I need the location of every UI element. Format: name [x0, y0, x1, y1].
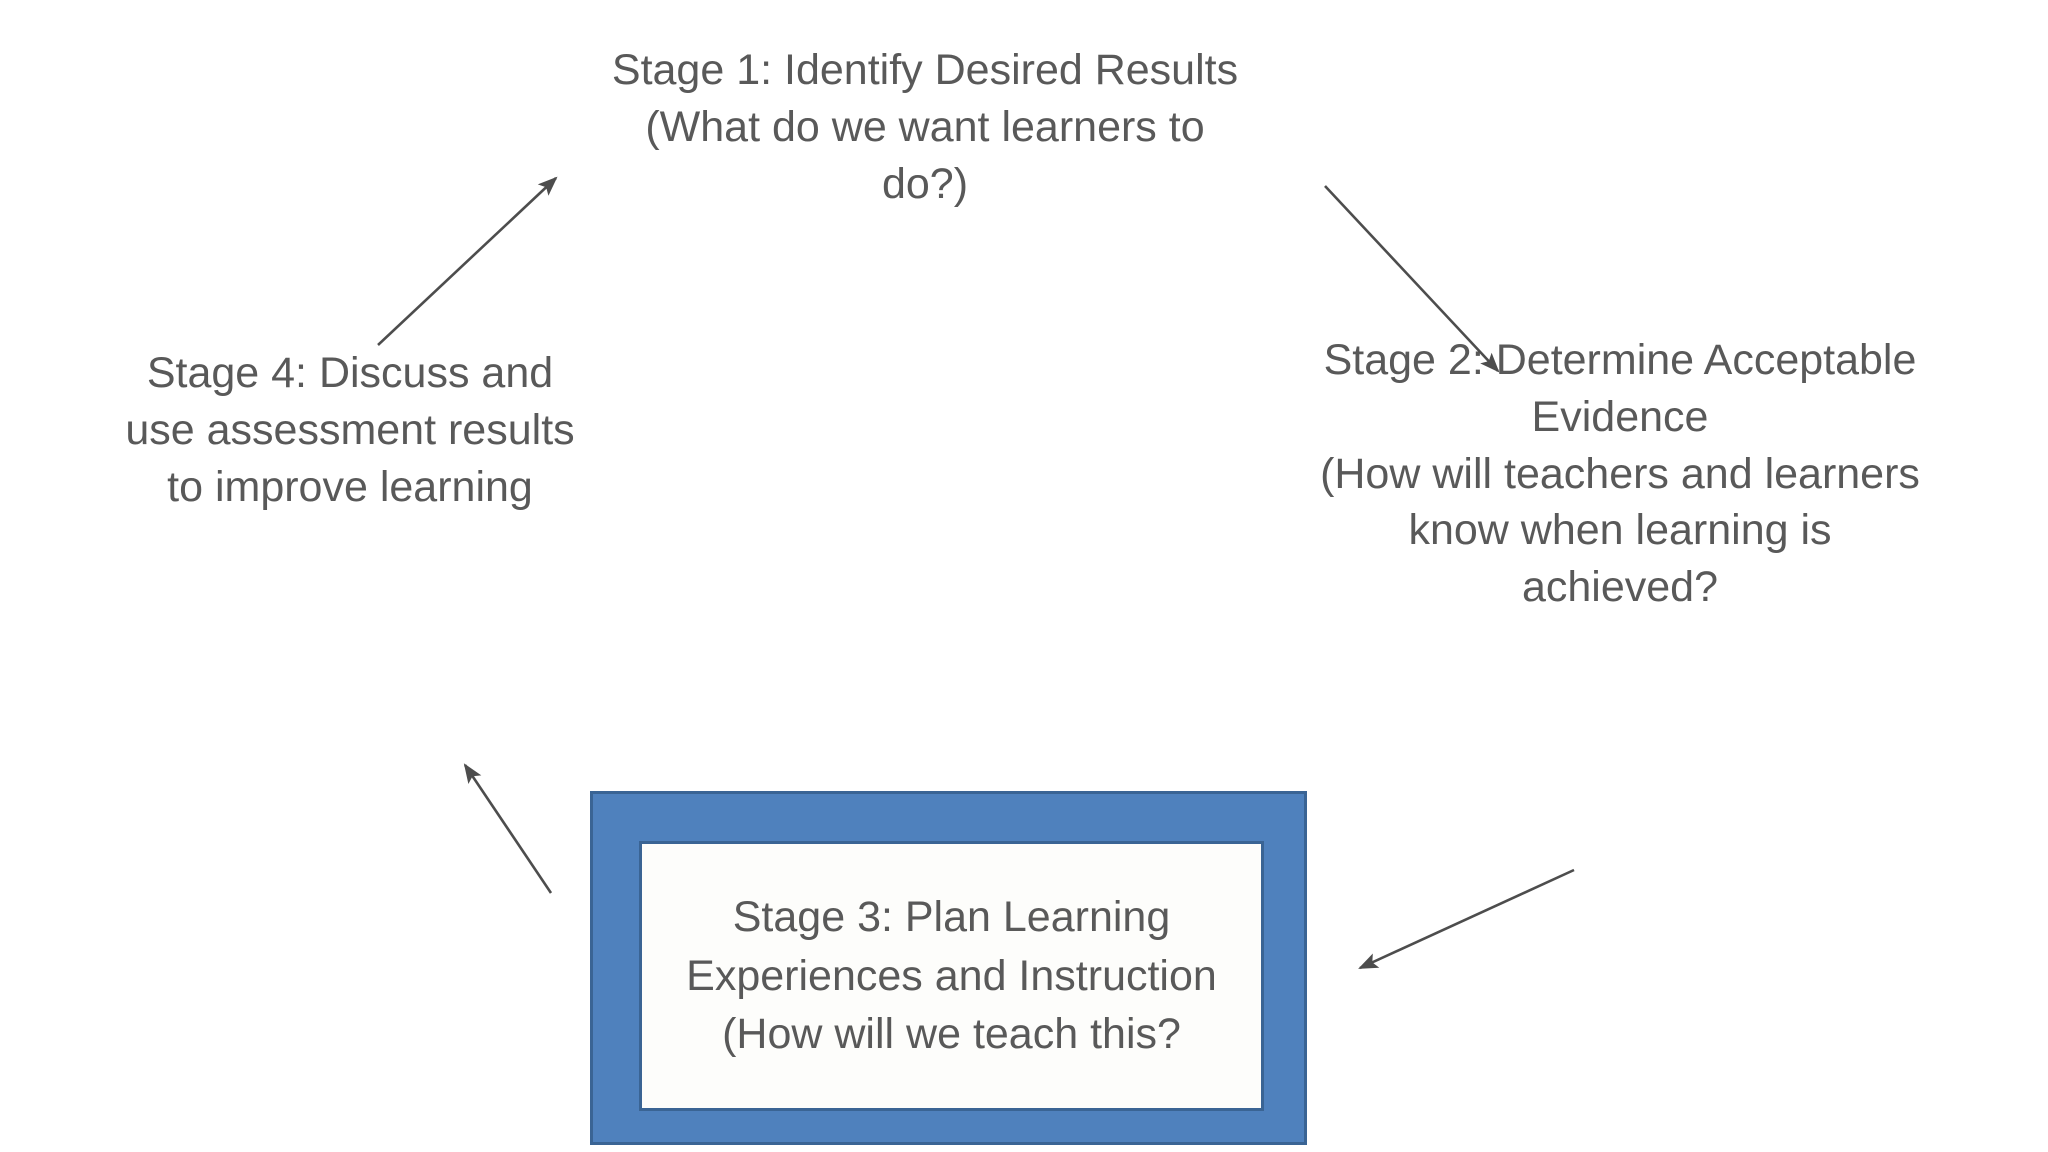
- arrow-stage3-to-stage4-icon: [463, 763, 553, 894]
- stage-4-label: Stage 4: Discuss and use assessment resu…: [125, 349, 575, 511]
- stage-3-inner-panel: Stage 3: Plan Learning Experiences and I…: [639, 841, 1264, 1111]
- stage-2-label: Stage 2: Determine Acceptable Evidence (…: [1320, 336, 1920, 611]
- arrow-stage2-to-stage3-icon: [1358, 868, 1575, 970]
- arrow-stage4-to-stage1-icon: [377, 176, 558, 346]
- stage-3-highlight-box[interactable]: Stage 3: Plan Learning Experiences and I…: [590, 791, 1307, 1145]
- stage-1-label: Stage 1: Identify Desired Results (What …: [611, 46, 1239, 208]
- stage-3-label: Stage 3: Plan Learning Experiences and I…: [686, 893, 1217, 1059]
